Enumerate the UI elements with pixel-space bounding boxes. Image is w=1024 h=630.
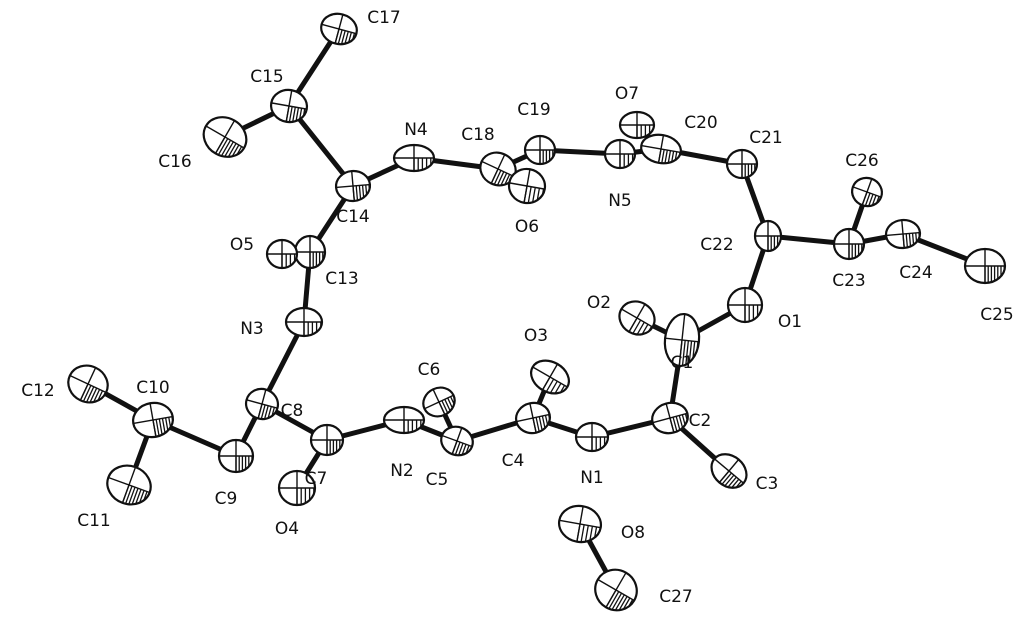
atom-c10 bbox=[131, 401, 176, 439]
atom-c12 bbox=[67, 364, 109, 409]
atom-c13 bbox=[293, 234, 327, 270]
atom-c11 bbox=[106, 464, 152, 510]
atom-label-n5: N5 bbox=[608, 191, 632, 211]
atom-label-n4: N4 bbox=[404, 120, 428, 140]
atom-label-n1: N1 bbox=[580, 468, 604, 488]
atom-c24 bbox=[884, 218, 922, 250]
atom-label-c18: C18 bbox=[461, 125, 495, 145]
atom-c8 bbox=[244, 387, 280, 423]
atom-label-c25: C25 bbox=[980, 305, 1014, 325]
atom-label-c12: C12 bbox=[21, 381, 55, 401]
atom-c18 bbox=[479, 151, 517, 191]
atom-c21 bbox=[725, 148, 759, 180]
atom-o4 bbox=[277, 469, 317, 507]
atom-label-c24: C24 bbox=[899, 263, 933, 283]
atom-c23 bbox=[832, 227, 866, 261]
atom-label-c1: C1 bbox=[671, 353, 694, 373]
atom-label-o2: O2 bbox=[587, 293, 611, 313]
atom-n1 bbox=[574, 421, 610, 453]
atom-label-c13: C13 bbox=[325, 269, 359, 289]
atom-label-c22: C22 bbox=[700, 235, 734, 255]
atom-label-c11: C11 bbox=[77, 511, 111, 531]
atom-o2 bbox=[618, 300, 656, 341]
atom-label-o4: O4 bbox=[275, 519, 299, 539]
atom-c17 bbox=[320, 12, 358, 48]
atom-label-c19: C19 bbox=[517, 100, 551, 120]
atom-label-c10: C10 bbox=[136, 378, 170, 398]
atom-c5 bbox=[440, 425, 474, 460]
atom-n5 bbox=[603, 138, 637, 170]
atom-label-c4: C4 bbox=[502, 451, 525, 471]
atom-label-o7: O7 bbox=[615, 84, 639, 104]
atom-label-c3: C3 bbox=[756, 474, 779, 494]
atom-o7 bbox=[618, 110, 656, 140]
atom-label-o8: O8 bbox=[621, 523, 645, 543]
atom-c27 bbox=[594, 568, 638, 618]
atom-n2 bbox=[382, 405, 426, 435]
atom-c25 bbox=[963, 247, 1007, 285]
atom-label-c6: C6 bbox=[418, 360, 441, 380]
atom-c14 bbox=[334, 169, 372, 203]
atom-label-c15: C15 bbox=[250, 67, 284, 87]
atom-label-n3: N3 bbox=[240, 319, 264, 339]
atom-layer bbox=[67, 12, 1007, 618]
atom-c3 bbox=[710, 453, 748, 494]
atom-o6 bbox=[507, 167, 547, 206]
atom-label-o5: O5 bbox=[230, 235, 254, 255]
atom-label-c2: C2 bbox=[689, 411, 712, 431]
atom-c15 bbox=[269, 88, 309, 125]
atom-c6 bbox=[422, 386, 460, 418]
atom-c2 bbox=[651, 401, 690, 435]
atom-label-o3: O3 bbox=[524, 326, 548, 346]
atom-label-c16: C16 bbox=[158, 152, 192, 172]
atom-c22 bbox=[753, 219, 783, 253]
atom-label-c20: C20 bbox=[684, 113, 718, 133]
atom-o5 bbox=[265, 238, 299, 270]
atom-o1 bbox=[726, 286, 764, 324]
atom-c20 bbox=[640, 133, 682, 167]
atom-c16 bbox=[202, 116, 248, 164]
atom-label-c27: C27 bbox=[659, 587, 693, 607]
atom-label-c26: C26 bbox=[845, 151, 879, 171]
atom-label-n2: N2 bbox=[390, 461, 414, 481]
atom-c4 bbox=[514, 401, 553, 435]
atom-label-c8: C8 bbox=[281, 401, 304, 421]
atom-label-o6: O6 bbox=[515, 217, 539, 237]
atom-label-c14: C14 bbox=[336, 207, 370, 227]
atom-c19 bbox=[523, 134, 557, 166]
atom-label-o1: O1 bbox=[778, 312, 802, 332]
label-layer: C1C2C3C4C5C6C7C8C9C10C11C12C13C14C15C16C… bbox=[21, 8, 1014, 607]
atom-label-c9: C9 bbox=[215, 489, 238, 509]
atom-c9 bbox=[217, 438, 255, 474]
atom-label-c23: C23 bbox=[832, 271, 866, 291]
atom-o3 bbox=[530, 359, 570, 399]
atom-n3 bbox=[284, 306, 324, 338]
atom-c7 bbox=[309, 423, 345, 457]
atom-o8 bbox=[557, 504, 603, 546]
atom-label-c21: C21 bbox=[749, 128, 783, 148]
atom-label-c17: C17 bbox=[367, 8, 401, 28]
atom-c26 bbox=[851, 176, 883, 210]
atom-n4 bbox=[392, 143, 436, 173]
atom-label-c7: C7 bbox=[305, 469, 328, 489]
atom-label-c5: C5 bbox=[426, 470, 449, 490]
